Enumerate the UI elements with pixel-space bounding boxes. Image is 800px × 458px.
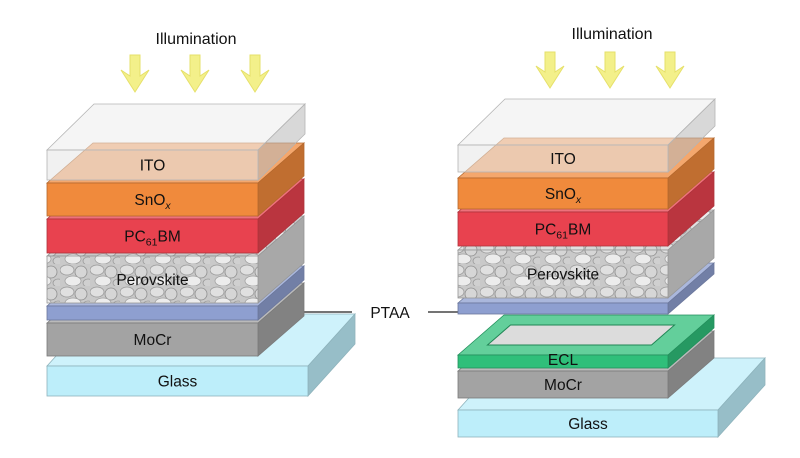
layer-label-part: ITO — [140, 158, 166, 175]
layer: ITO — [457, 98, 716, 173]
layer-label-part: BM — [568, 222, 591, 239]
layer: ITO — [46, 103, 306, 181]
light-arrow-icon — [120, 54, 150, 93]
layer-label-part: SnO — [134, 192, 165, 209]
layer-label: ECL — [548, 352, 579, 369]
layer-label-part: Perovskite — [527, 267, 599, 284]
layer-label-part: Perovskite — [116, 272, 188, 289]
layer-label: Perovskite — [116, 272, 188, 289]
layer-label: ITO — [550, 151, 576, 168]
light-arrow-icon — [655, 51, 685, 89]
layer-label-part: MoCr — [544, 377, 582, 394]
layer-label-part: MoCr — [134, 332, 172, 349]
layer-stack-1: Glass MoCr Perovskite PC61BM SnOx ITO — [45, 103, 356, 398]
layer-front-face — [46, 182, 259, 217]
light-arrow-icon — [595, 51, 625, 89]
layer-label-part: ITO — [550, 151, 576, 168]
layer-label: Glass — [568, 416, 608, 433]
layer-label-part: ECL — [548, 352, 579, 369]
layer-front-face — [46, 305, 259, 321]
illumination-label-right: Illumination — [572, 26, 653, 43]
ptaa-callout: PTAA — [370, 305, 410, 322]
layer-front-face — [457, 409, 719, 438]
layer-front-face — [46, 322, 259, 357]
layer-front-face — [46, 218, 259, 254]
layer-front-face — [46, 255, 259, 304]
layer-label-part: 61 — [146, 237, 158, 249]
layer-label: PC61BM — [124, 229, 180, 249]
layer-label-part: PC — [535, 222, 557, 239]
layer-front-face — [46, 365, 309, 397]
light-arrow-icon — [240, 54, 270, 93]
layer-label: MoCr — [134, 332, 172, 349]
layer-label-part: BM — [157, 229, 180, 246]
layer-front-face — [46, 149, 259, 181]
layer-label-part: Glass — [568, 416, 608, 433]
layer-front-face — [457, 211, 669, 247]
layer-label: Glass — [158, 374, 198, 391]
layer-stack-2: Glass MoCr ECL Perovskite PC61BM SnOx ITO — [456, 98, 766, 439]
layer-label-part: Glass — [158, 374, 198, 391]
layer-label: SnOx — [545, 186, 582, 206]
layer-label-part: SnO — [545, 186, 576, 203]
layer-front-face — [457, 370, 669, 399]
layer-front-face — [457, 354, 669, 369]
layer-label: PC61BM — [535, 222, 591, 242]
layer-label-part: x — [575, 194, 582, 206]
illumination-label-left: Illumination — [156, 31, 237, 48]
layer-front-face — [457, 177, 669, 210]
layer-label-part: 61 — [556, 230, 568, 242]
layer-label: Perovskite — [527, 267, 599, 284]
layer-label-part: PC — [124, 229, 146, 246]
layer-label: SnOx — [134, 192, 171, 212]
light-arrow-icon — [535, 51, 565, 89]
layer-label: MoCr — [544, 377, 582, 394]
layer-front-face — [457, 144, 669, 173]
ecl-frame-opening — [486, 324, 676, 346]
layer-label-part: x — [164, 200, 171, 212]
layer-label: ITO — [140, 158, 166, 175]
layer-front-face — [457, 249, 669, 299]
layer-front-face — [457, 302, 669, 315]
layer: ECL — [456, 314, 716, 369]
light-arrow-icon — [180, 54, 210, 93]
